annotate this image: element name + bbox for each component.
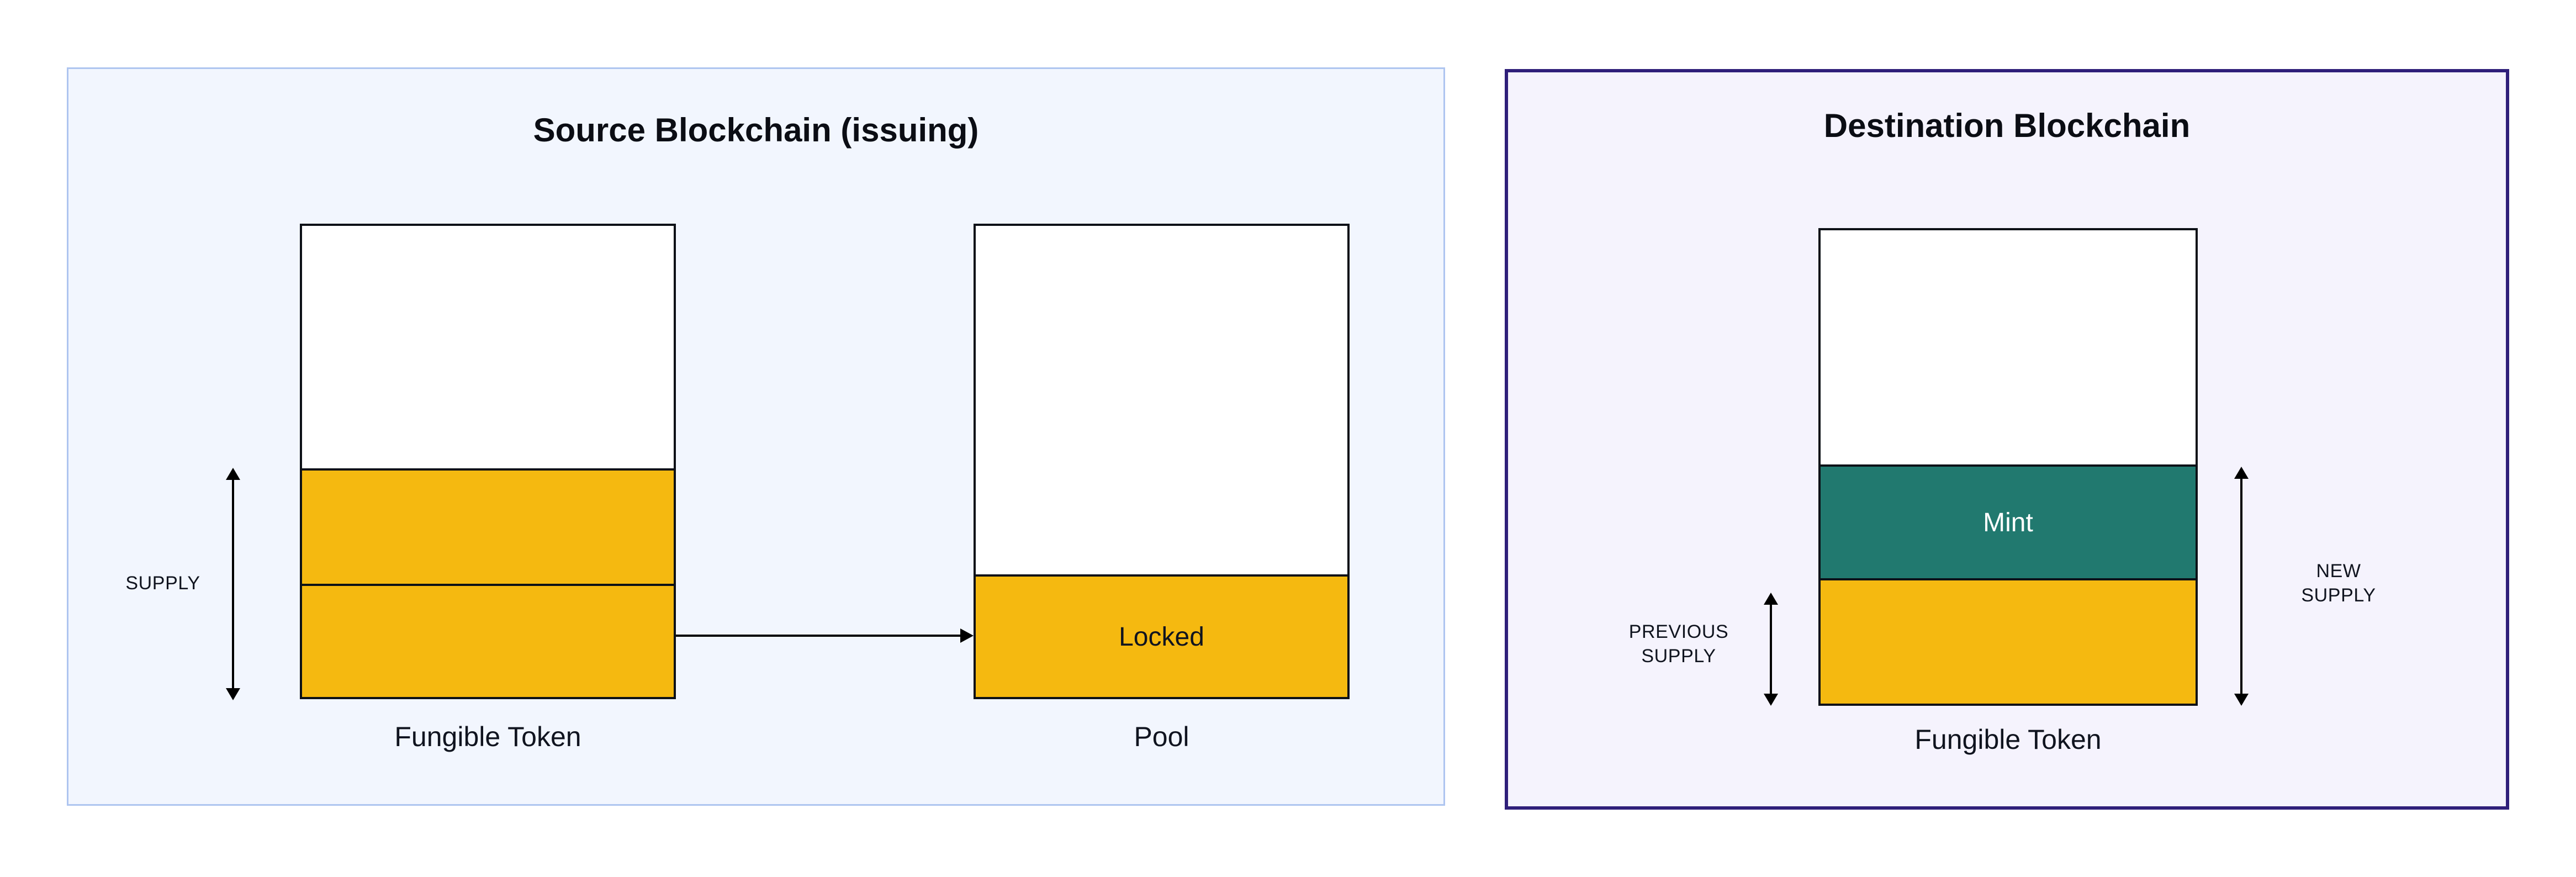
arrow-shaft <box>1770 603 1772 696</box>
arrow-shaft <box>676 635 962 637</box>
previous-supply-dimension-arrow <box>1764 593 1778 706</box>
arrow-shaft <box>232 478 234 690</box>
lock-transfer-arrow <box>676 628 974 643</box>
source-fungible-token-bar <box>300 224 676 699</box>
pool-empty-segment <box>976 226 1347 574</box>
new-supply-dimension-arrow <box>2234 467 2249 706</box>
destination-token-headroom-segment <box>1821 230 2196 464</box>
new-supply-dimension-label: NEW SUPPLY <box>2301 561 2376 606</box>
arrow-head-right-icon <box>960 628 974 643</box>
supply-dimension-arrow <box>226 468 240 700</box>
arrow-head-down-icon <box>1764 694 1778 706</box>
destination-fungible-token-caption: Fungible Token <box>1914 724 2102 755</box>
previous-supply-dimension-label: PREVIOUS SUPPLY <box>1628 621 1729 667</box>
pool-bar: Locked <box>974 224 1350 699</box>
arrow-head-down-icon <box>226 688 240 700</box>
source-fungible-token-caption: Fungible Token <box>394 721 581 752</box>
arrow-head-down-icon <box>2234 694 2249 706</box>
destination-token-previous-supply-segment <box>1821 578 2196 704</box>
arrow-head-up-icon <box>226 468 240 480</box>
source-token-supply-upper-segment <box>302 468 674 584</box>
source-token-headroom-segment <box>302 226 674 468</box>
source-token-supply-lower-segment <box>302 584 674 697</box>
arrow-head-up-icon <box>1764 593 1778 605</box>
supply-dimension-label: SUPPLY <box>125 573 200 594</box>
pool-locked-segment: Locked <box>976 574 1347 697</box>
destination-panel-title: Destination Blockchain <box>1823 107 2191 144</box>
destination-token-mint-segment: Mint <box>1821 464 2196 578</box>
arrow-shaft <box>2240 477 2242 696</box>
source-panel-title: Source Blockchain (issuing) <box>533 112 979 149</box>
pool-caption: Pool <box>1134 721 1189 752</box>
arrow-head-up-icon <box>2234 467 2249 479</box>
destination-fungible-token-bar: Mint <box>1818 228 2198 706</box>
